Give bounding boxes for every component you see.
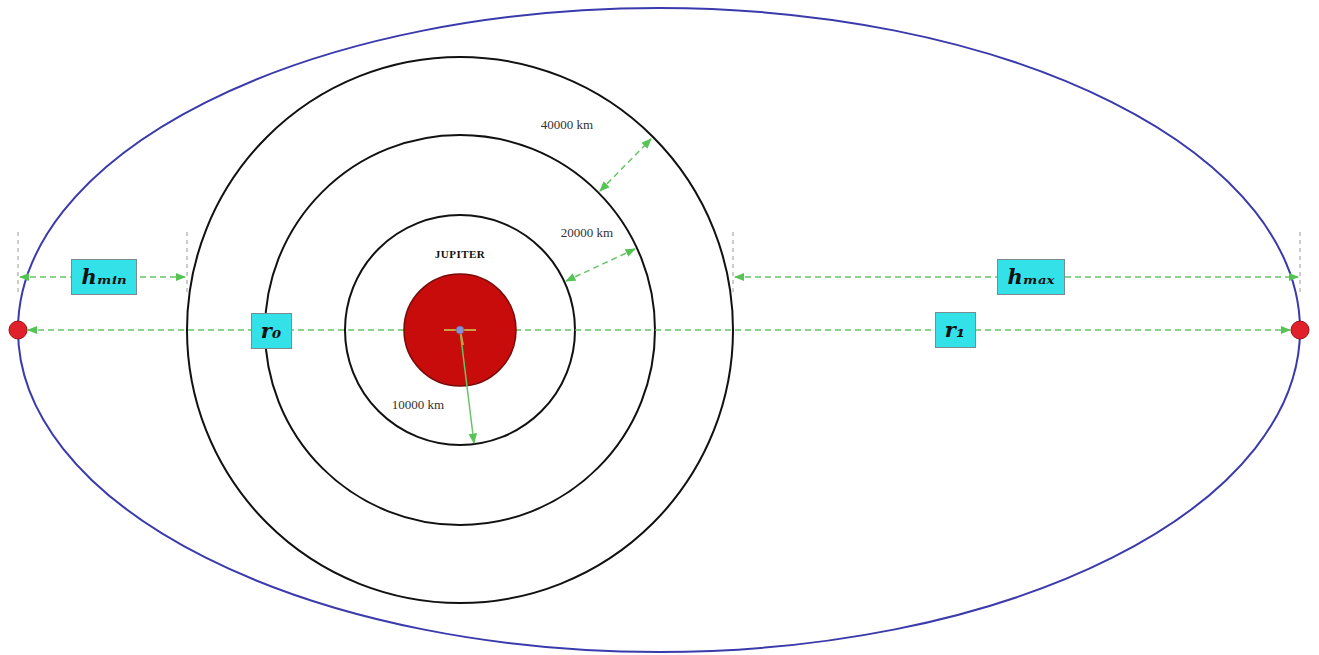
label-box: r₁ [935,312,976,348]
planet-name: JUPITER [435,248,486,260]
apoapsis-dot [1291,321,1309,339]
orbit-ellipse [18,8,1300,652]
label-box: hₘᵢₙ [71,259,137,295]
planet-shape [403,273,517,387]
dimension-lines [20,139,1298,330]
center-mark [460,330,463,345]
dimension-symbol: r₀ [261,319,281,342]
label-box: r₀ [251,313,292,349]
dimension-symbol: hₘᵢₙ [81,265,126,288]
dimension-symbol: hₘₐₓ [1007,265,1054,288]
dimension-label: 20000 km [559,225,615,241]
center-mark [444,329,476,331]
outer-ring [187,57,733,603]
planet-disc: JUPITER [403,273,517,387]
dimension-label: 10000 km [390,397,446,413]
radius-arrow [460,330,474,443]
dimension-symbol: r₁ [945,318,965,341]
periapsis-dot [9,321,27,339]
label-box: hₘₐₓ [997,259,1065,295]
extension-lines [18,232,1300,292]
dimension-label: 40000 km [539,117,595,133]
center-dot [456,326,464,334]
planet-fill [404,274,516,386]
